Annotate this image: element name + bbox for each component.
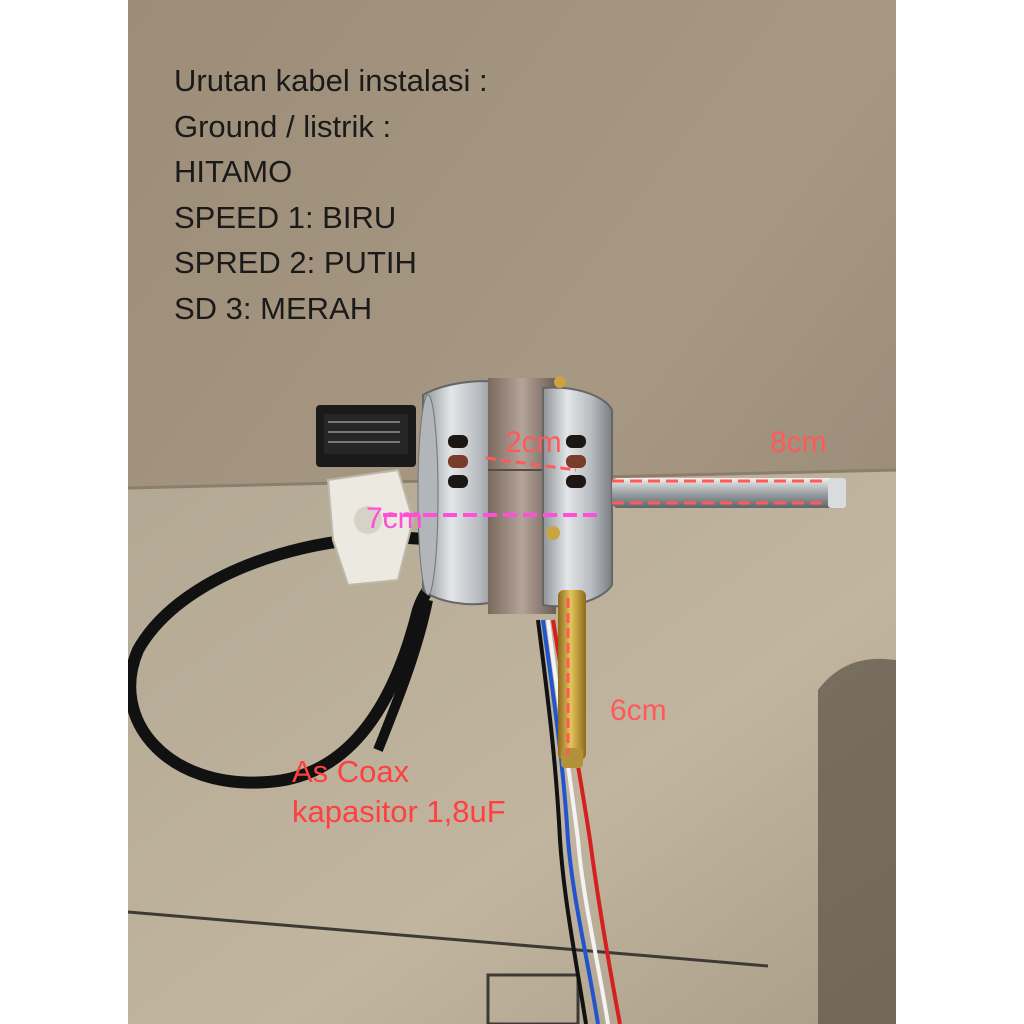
capacitor-note: kapasitor 1,8uF	[292, 794, 506, 829]
caption-line: SPRED 2: PUTIH	[174, 245, 417, 280]
spec-note: As Coax kapasitor 1,8uF	[292, 752, 506, 832]
caption-line: SPEED 1: BIRU	[174, 199, 397, 235]
coax-length-label: 6cm	[610, 694, 667, 727]
caption-line: HITAMO	[174, 154, 293, 189]
caption-line: Ground / listrik :	[174, 108, 392, 144]
body-diameter-label: 7cm	[366, 502, 423, 535]
shaft-length-label: 8cm	[770, 426, 827, 459]
caption-line: SD 3: MERAH	[174, 290, 373, 326]
caption-line: Urutan kabel instalasi :	[174, 63, 488, 98]
coax-note: As Coax	[292, 754, 410, 789]
wiring-caption: Urutan kabel instalasi : Ground / listri…	[174, 58, 488, 331]
motor-photo	[128, 0, 896, 1024]
body-depth-label: 2cm	[505, 426, 562, 459]
